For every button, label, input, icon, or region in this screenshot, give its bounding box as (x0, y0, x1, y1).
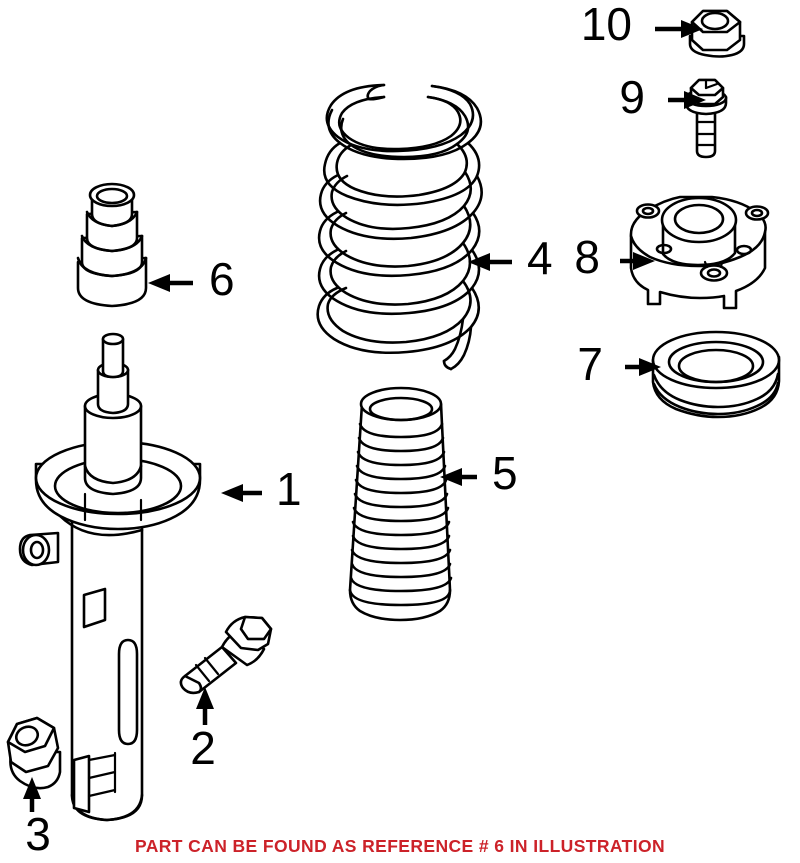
callout-label-4: 4 (527, 232, 553, 284)
callout-label-6: 6 (209, 253, 235, 305)
part-hex-nut-upper[interactable] (688, 9, 746, 58)
part-hex-nut-lower[interactable] (6, 716, 62, 790)
callout-label-1: 1 (276, 463, 302, 515)
part-strut-assembly[interactable] (18, 332, 202, 822)
leader-1 (221, 484, 262, 502)
leader-3 (23, 777, 41, 812)
callout-label-10: 10 (581, 0, 632, 50)
leader-2 (196, 687, 214, 725)
callout-label-7: 7 (577, 338, 603, 390)
reference-note: PART CAN BE FOUND AS REFERENCE # 6 IN IL… (134, 836, 666, 856)
leader-5 (440, 468, 477, 486)
part-flange-bolt-lower[interactable] (179, 615, 273, 695)
part-bump-stop[interactable] (76, 182, 148, 308)
leader-4 (468, 253, 512, 271)
callout-label-3: 3 (25, 808, 51, 860)
callout-label-2: 2 (190, 722, 216, 774)
part-spring-seat-bearing[interactable] (651, 330, 781, 419)
part-strut-mount[interactable] (629, 195, 770, 310)
leader-7 (625, 358, 661, 376)
callout-label-9: 9 (619, 71, 645, 123)
callout-label-5: 5 (492, 447, 518, 499)
callout-label-8: 8 (574, 231, 600, 283)
part-flange-bolt-upper[interactable] (684, 78, 728, 159)
part-dust-boot[interactable] (348, 386, 453, 622)
leader-6 (148, 274, 193, 292)
leader-8 (620, 252, 655, 270)
leader-10 (655, 20, 703, 38)
part-coil-spring[interactable] (316, 83, 483, 371)
leader-9 (668, 91, 706, 109)
